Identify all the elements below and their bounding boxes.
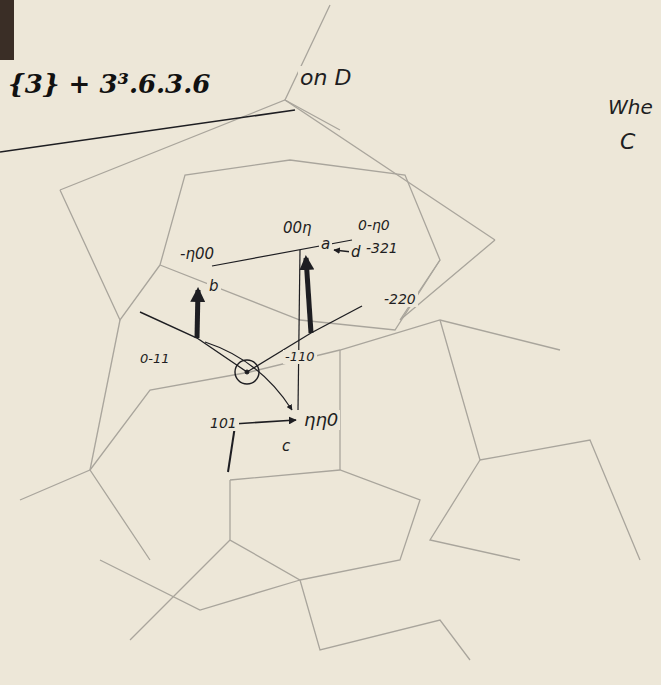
- title: {3} + 3³.6.3.6: [6, 70, 212, 99]
- vector-label: on D: [298, 66, 353, 90]
- page-edge: [0, 0, 14, 60]
- vector-label: b: [207, 278, 221, 295]
- pencil-tiling: [20, 5, 640, 660]
- vector-label: -η00: [178, 246, 216, 263]
- vector-label: 101: [208, 416, 239, 431]
- ink-vectors: [0, 110, 362, 472]
- vector-label: 0-11: [138, 352, 172, 366]
- vector-label: c: [280, 438, 292, 455]
- vector-label: ηη0: [302, 410, 340, 430]
- vector-label: -220: [382, 292, 418, 307]
- vector-label: d: [349, 244, 363, 261]
- vector-label: C: [618, 130, 637, 154]
- vector-label: Whe: [606, 96, 655, 118]
- vector-label: a: [319, 236, 332, 253]
- vector-label: 00η: [281, 220, 314, 237]
- title-underline: [0, 110, 295, 152]
- vector-label: -110: [283, 350, 317, 364]
- vector-label: -321: [364, 241, 400, 256]
- vector-label: 0-η0: [356, 218, 392, 233]
